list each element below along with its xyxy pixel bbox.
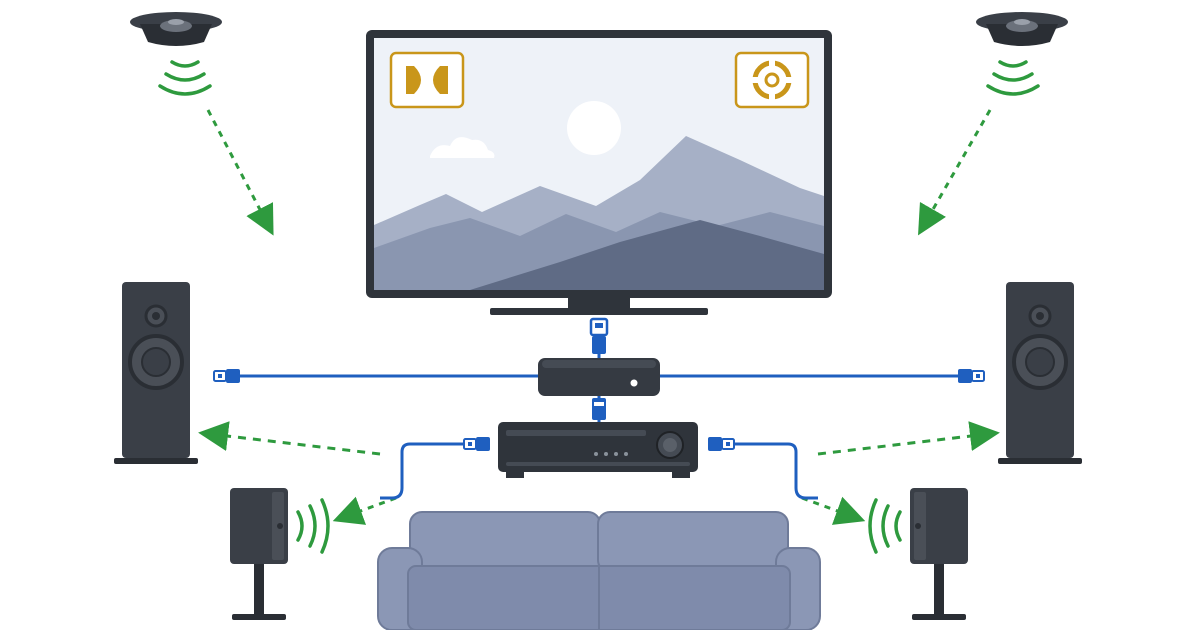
cable-tv-to-streaming-box [589,317,609,360]
tower-speaker-right [998,282,1082,464]
cable-to-tower-speaker-left [213,368,540,384]
sound-path-ceiling-right [918,109,992,236]
sound-waves-ceiling-right [986,60,1040,96]
sound-waves-surround-right [868,498,902,554]
surround-speaker-right [910,488,968,620]
sound-path-ceiling-left [206,109,274,236]
television-icon [366,30,832,315]
sofa-icon [377,511,821,630]
cable-to-tower-speaker-right [658,368,985,384]
media-player-icon [538,358,660,396]
dolby-logo-icon [389,51,465,109]
sound-path-receiver-tower-right [817,421,1000,456]
cable-streaming-box-to-receiver [592,394,606,424]
tv-screen-landscape [374,101,824,290]
surround-logo-icon [734,51,810,109]
sound-waves-surround-left [296,498,330,554]
surround-speaker-left [230,488,288,620]
cable-receiver-to-surround-right [707,436,818,500]
sound-waves-ceiling-left [158,60,212,96]
sound-path-receiver-surround-left [332,496,397,525]
sound-path-receiver-tower-left [198,421,381,456]
sound-path-receiver-surround-right [801,496,866,525]
tower-speaker-left [114,282,198,464]
ceiling-speaker-left [130,12,222,46]
cable-receiver-to-surround-left [380,436,491,500]
ceiling-speaker-right [976,12,1068,46]
av-receiver-icon [498,422,698,478]
